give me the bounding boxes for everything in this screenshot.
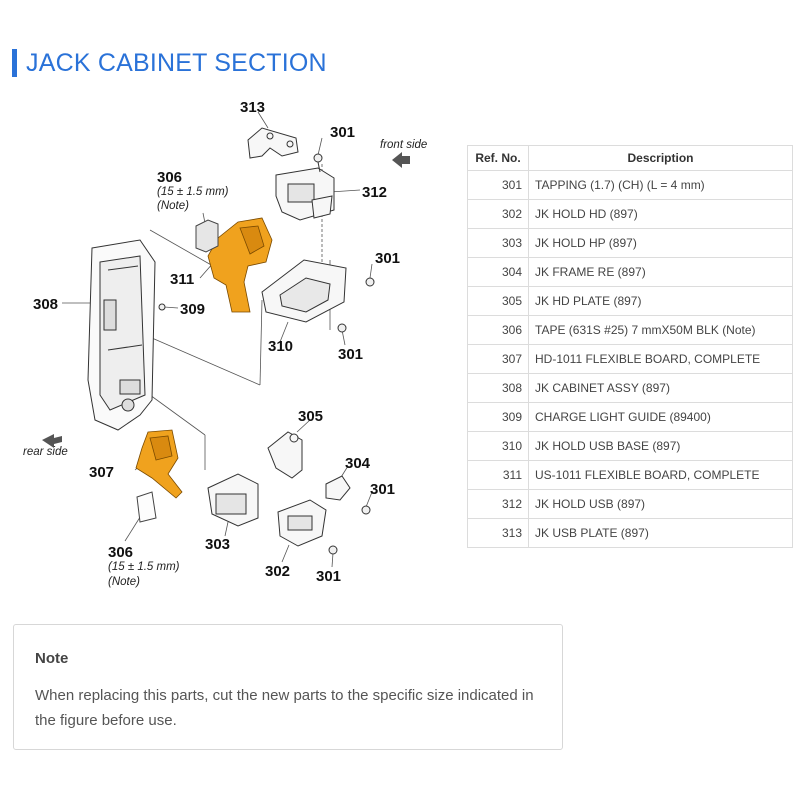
label-302: 302 bbox=[265, 563, 290, 580]
description-cell: JK CABINET ASSY (897) bbox=[528, 373, 793, 403]
tape-pieces bbox=[136, 219, 219, 523]
ref-cell: 302 bbox=[467, 199, 529, 229]
label-301-a: 301 bbox=[330, 124, 355, 141]
label-303: 303 bbox=[205, 536, 230, 553]
label-309: 309 bbox=[180, 301, 205, 318]
label-311: 311 bbox=[170, 271, 194, 288]
jk-hold-usb-base bbox=[261, 259, 347, 323]
jk-hold-hd bbox=[277, 499, 327, 547]
label-301-e: 301 bbox=[316, 568, 341, 585]
jk-hold-hp bbox=[207, 473, 259, 527]
ref-cell: 305 bbox=[467, 286, 529, 316]
ref-cell: 311 bbox=[467, 460, 529, 490]
description-cell: TAPE (631S #25) 7 mmX50M BLK (Note) bbox=[528, 315, 793, 345]
description-cell: JK USB PLATE (897) bbox=[528, 518, 793, 548]
label-305: 305 bbox=[298, 408, 323, 425]
note-box: Note When replacing this parts, cut the … bbox=[13, 624, 563, 750]
label-front-side: front side bbox=[380, 139, 427, 151]
label-306-top-size: (15 ± 1.5 mm) bbox=[157, 186, 229, 198]
label-304: 304 bbox=[345, 455, 371, 472]
description-cell: CHARGE LIGHT GUIDE (89400) bbox=[528, 402, 793, 432]
label-rear-side: rear side bbox=[23, 446, 68, 458]
label-301-b: 301 bbox=[375, 250, 400, 267]
label-301-d: 301 bbox=[370, 481, 395, 498]
label-306-bottom-note: (Note) bbox=[108, 576, 140, 588]
description-cell: US-1011 FLEXIBLE BOARD, COMPLETE bbox=[528, 460, 793, 490]
ref-no-header: Ref. No. bbox=[467, 145, 529, 171]
exploded-view-diagram: 313 301 front side 312 306 (15 ± 1.5 mm)… bbox=[0, 90, 460, 600]
ref-cell: 306 bbox=[467, 315, 529, 345]
label-313: 313 bbox=[240, 99, 265, 116]
ref-cell: 304 bbox=[467, 257, 529, 287]
section-heading: JACK CABINET SECTION bbox=[12, 48, 327, 78]
description-cell: JK HOLD USB BASE (897) bbox=[528, 431, 793, 461]
ref-cell: 307 bbox=[467, 344, 529, 374]
ref-cell: 312 bbox=[467, 489, 529, 519]
description-cell: JK FRAME RE (897) bbox=[528, 257, 793, 287]
label-307: 307 bbox=[89, 464, 114, 481]
label-310: 310 bbox=[268, 338, 293, 355]
description-cell: TAPPING (1.7) (CH) (L = 4 mm) bbox=[528, 170, 793, 200]
us-1011-flexible-board bbox=[207, 217, 273, 313]
label-306-bottom-size: (15 ± 1.5 mm) bbox=[108, 561, 180, 573]
direction-arrows bbox=[42, 152, 410, 448]
ref-cell: 310 bbox=[467, 431, 529, 461]
page-title: JACK CABINET SECTION bbox=[26, 48, 327, 77]
label-306-bottom: 306 bbox=[108, 544, 133, 561]
jk-usb-plate bbox=[247, 127, 299, 159]
label-301-c: 301 bbox=[338, 346, 363, 363]
label-312: 312 bbox=[362, 184, 387, 201]
ref-cell: 309 bbox=[467, 402, 529, 432]
note-text: When replacing this parts, cut the new p… bbox=[35, 687, 534, 729]
heading-accent-bar bbox=[12, 49, 17, 77]
description-cell: JK HOLD USB (897) bbox=[528, 489, 793, 519]
screws bbox=[158, 153, 375, 555]
label-308: 308 bbox=[33, 296, 58, 313]
description-cell: HD-1011 FLEXIBLE BOARD, COMPLETE bbox=[528, 344, 793, 374]
ref-cell: 308 bbox=[467, 373, 529, 403]
jk-hd-plate bbox=[267, 431, 303, 479]
ref-cell: 313 bbox=[467, 518, 529, 548]
label-306-top-note: (Note) bbox=[157, 200, 189, 212]
note-title: Note bbox=[35, 650, 69, 667]
jk-frame-re bbox=[325, 475, 351, 501]
parts-table-header: Ref. No. Description bbox=[467, 145, 793, 171]
hd-1011-flexible-board bbox=[135, 429, 183, 499]
description-cell: JK HOLD HP (897) bbox=[528, 228, 793, 258]
label-306-top: 306 bbox=[157, 169, 182, 186]
ref-cell: 301 bbox=[467, 170, 529, 200]
ref-cell: 303 bbox=[467, 228, 529, 258]
jk-hold-usb bbox=[275, 167, 335, 221]
description-header: Description bbox=[528, 145, 793, 171]
description-cell: JK HOLD HD (897) bbox=[528, 199, 793, 229]
jk-cabinet-assy bbox=[87, 239, 156, 431]
description-cell: JK HD PLATE (897) bbox=[528, 286, 793, 316]
